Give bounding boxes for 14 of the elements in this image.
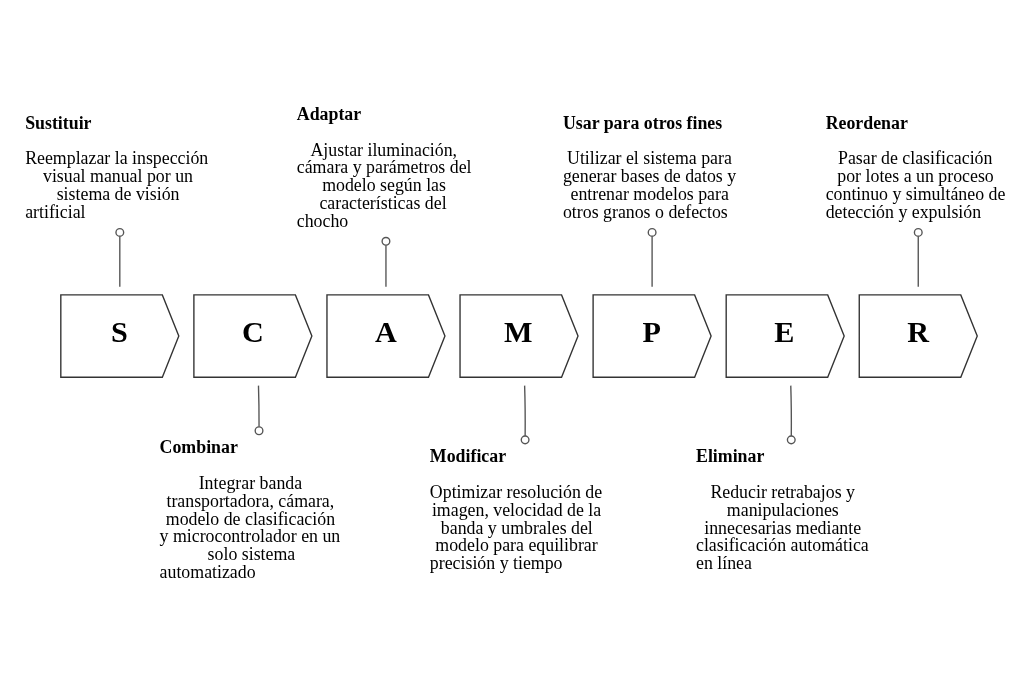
connector — [381, 236, 391, 287]
connector — [115, 227, 125, 287]
node-text: Reordenar Pasar de clasificación por lotes a un proceso continuo y simultáneo de detección y expulsión — [825, 112, 1006, 222]
node-text: Eliminar Reducir retrabajos y manipulaciones innecesarias mediante clasificación automática en línea — [696, 445, 869, 573]
node-text: Usar para otros fines Utilizar el sistema para generar bases de datos y entrenar modelos para otros granos o defectos — [562, 112, 737, 222]
node-text: Sustituir Reemplazar la inspección visual manual por un sistema de visión artificial — [25, 112, 209, 222]
connector — [254, 384, 264, 435]
connector — [786, 384, 796, 444]
node-text: Modificar Optimizar resolución de imagen, velocidad de la banda y umbrales del modelo para equilibrar precisión y tiempo — [429, 445, 603, 573]
connector — [913, 227, 923, 287]
connector — [647, 227, 657, 287]
node-text: Combinar Integrar banda transportadora, cámara, modelo de clasificación y microcontrolador en un solo sistema automatizado — [159, 436, 341, 582]
node-text: Adaptar Ajustar iluminación, cámara y parámetros del modelo según las características del chocho — [296, 103, 472, 231]
connector — [520, 384, 530, 444]
